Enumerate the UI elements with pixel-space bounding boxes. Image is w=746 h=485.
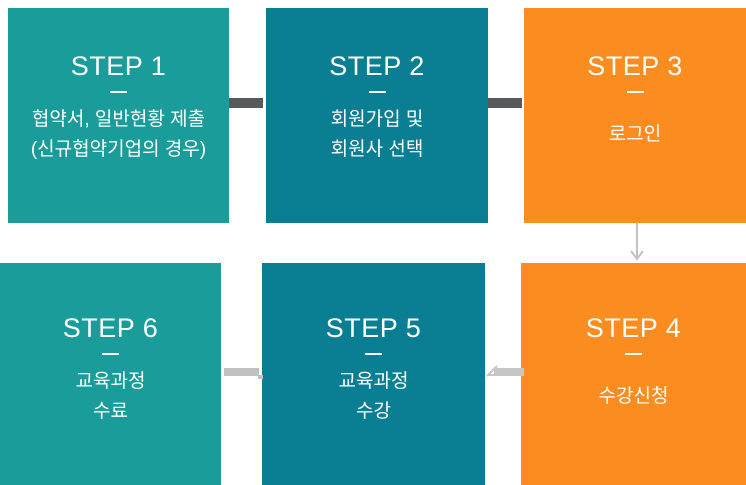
step-1-title: STEP 1 bbox=[70, 51, 167, 81]
dash-divider bbox=[110, 91, 127, 93]
arrow-down-icon bbox=[630, 223, 644, 261]
dash-divider bbox=[368, 91, 386, 93]
connector-bar-2-to-3 bbox=[488, 98, 522, 108]
step-description-line: 회원사 선택 bbox=[330, 139, 424, 160]
step-description-line: 교육과정 bbox=[338, 371, 409, 392]
step-2-description: 회원가입 및 회원사 선택 bbox=[331, 104, 424, 166]
step-description-line: (신규협약기업의 경우) bbox=[30, 139, 207, 160]
connector-bar-1-to-2 bbox=[229, 98, 263, 108]
dash-divider bbox=[365, 353, 382, 355]
step-description-line: 로그인 bbox=[608, 124, 662, 145]
step-1-description: 협약서, 일반현황 제출 (신규협약기업의 경우) bbox=[31, 104, 206, 166]
step-2-box: STEP 2 회원가입 및 회원사 선택 bbox=[266, 8, 488, 223]
step-description-line: 수강신청 bbox=[598, 386, 669, 407]
step-description-line: 수료 bbox=[93, 401, 128, 422]
step-3-description: 로그인 bbox=[609, 104, 661, 166]
step-3-title: STEP 3 bbox=[587, 51, 683, 81]
step-6-description: 교육과정 수료 bbox=[76, 366, 146, 428]
step-4-description: 수강신청 bbox=[599, 366, 669, 428]
arrow-left-icon bbox=[486, 365, 524, 377]
dash-divider bbox=[102, 353, 119, 355]
step-description-line: 협약서, 일반현황 제출 bbox=[31, 109, 206, 130]
step-2-title: STEP 2 bbox=[329, 51, 425, 81]
step-description-line: 회원가입 및 bbox=[330, 109, 424, 130]
step-6-title: STEP 6 bbox=[62, 313, 159, 343]
step-4-box: STEP 4 수강신청 bbox=[521, 263, 746, 485]
connector-bar-5-to-6 bbox=[224, 368, 263, 379]
step-5-box: STEP 5 교육과정 수강 bbox=[262, 263, 485, 485]
step-4-title: STEP 4 bbox=[585, 313, 682, 343]
step-5-description: 교육과정 수강 bbox=[339, 366, 409, 428]
step-6-box: STEP 6 교육과정 수료 bbox=[0, 263, 221, 485]
step-1-box: STEP 1 협약서, 일반현황 제출 (신규협약기업의 경우) bbox=[8, 8, 229, 223]
dash-divider bbox=[626, 91, 644, 93]
step-3-box: STEP 3 로그인 bbox=[524, 8, 746, 223]
step-description-line: 수강 bbox=[356, 401, 391, 422]
step-description-line: 교육과정 bbox=[75, 371, 146, 392]
step-5-title: STEP 5 bbox=[325, 313, 422, 343]
dash-divider bbox=[625, 353, 642, 355]
